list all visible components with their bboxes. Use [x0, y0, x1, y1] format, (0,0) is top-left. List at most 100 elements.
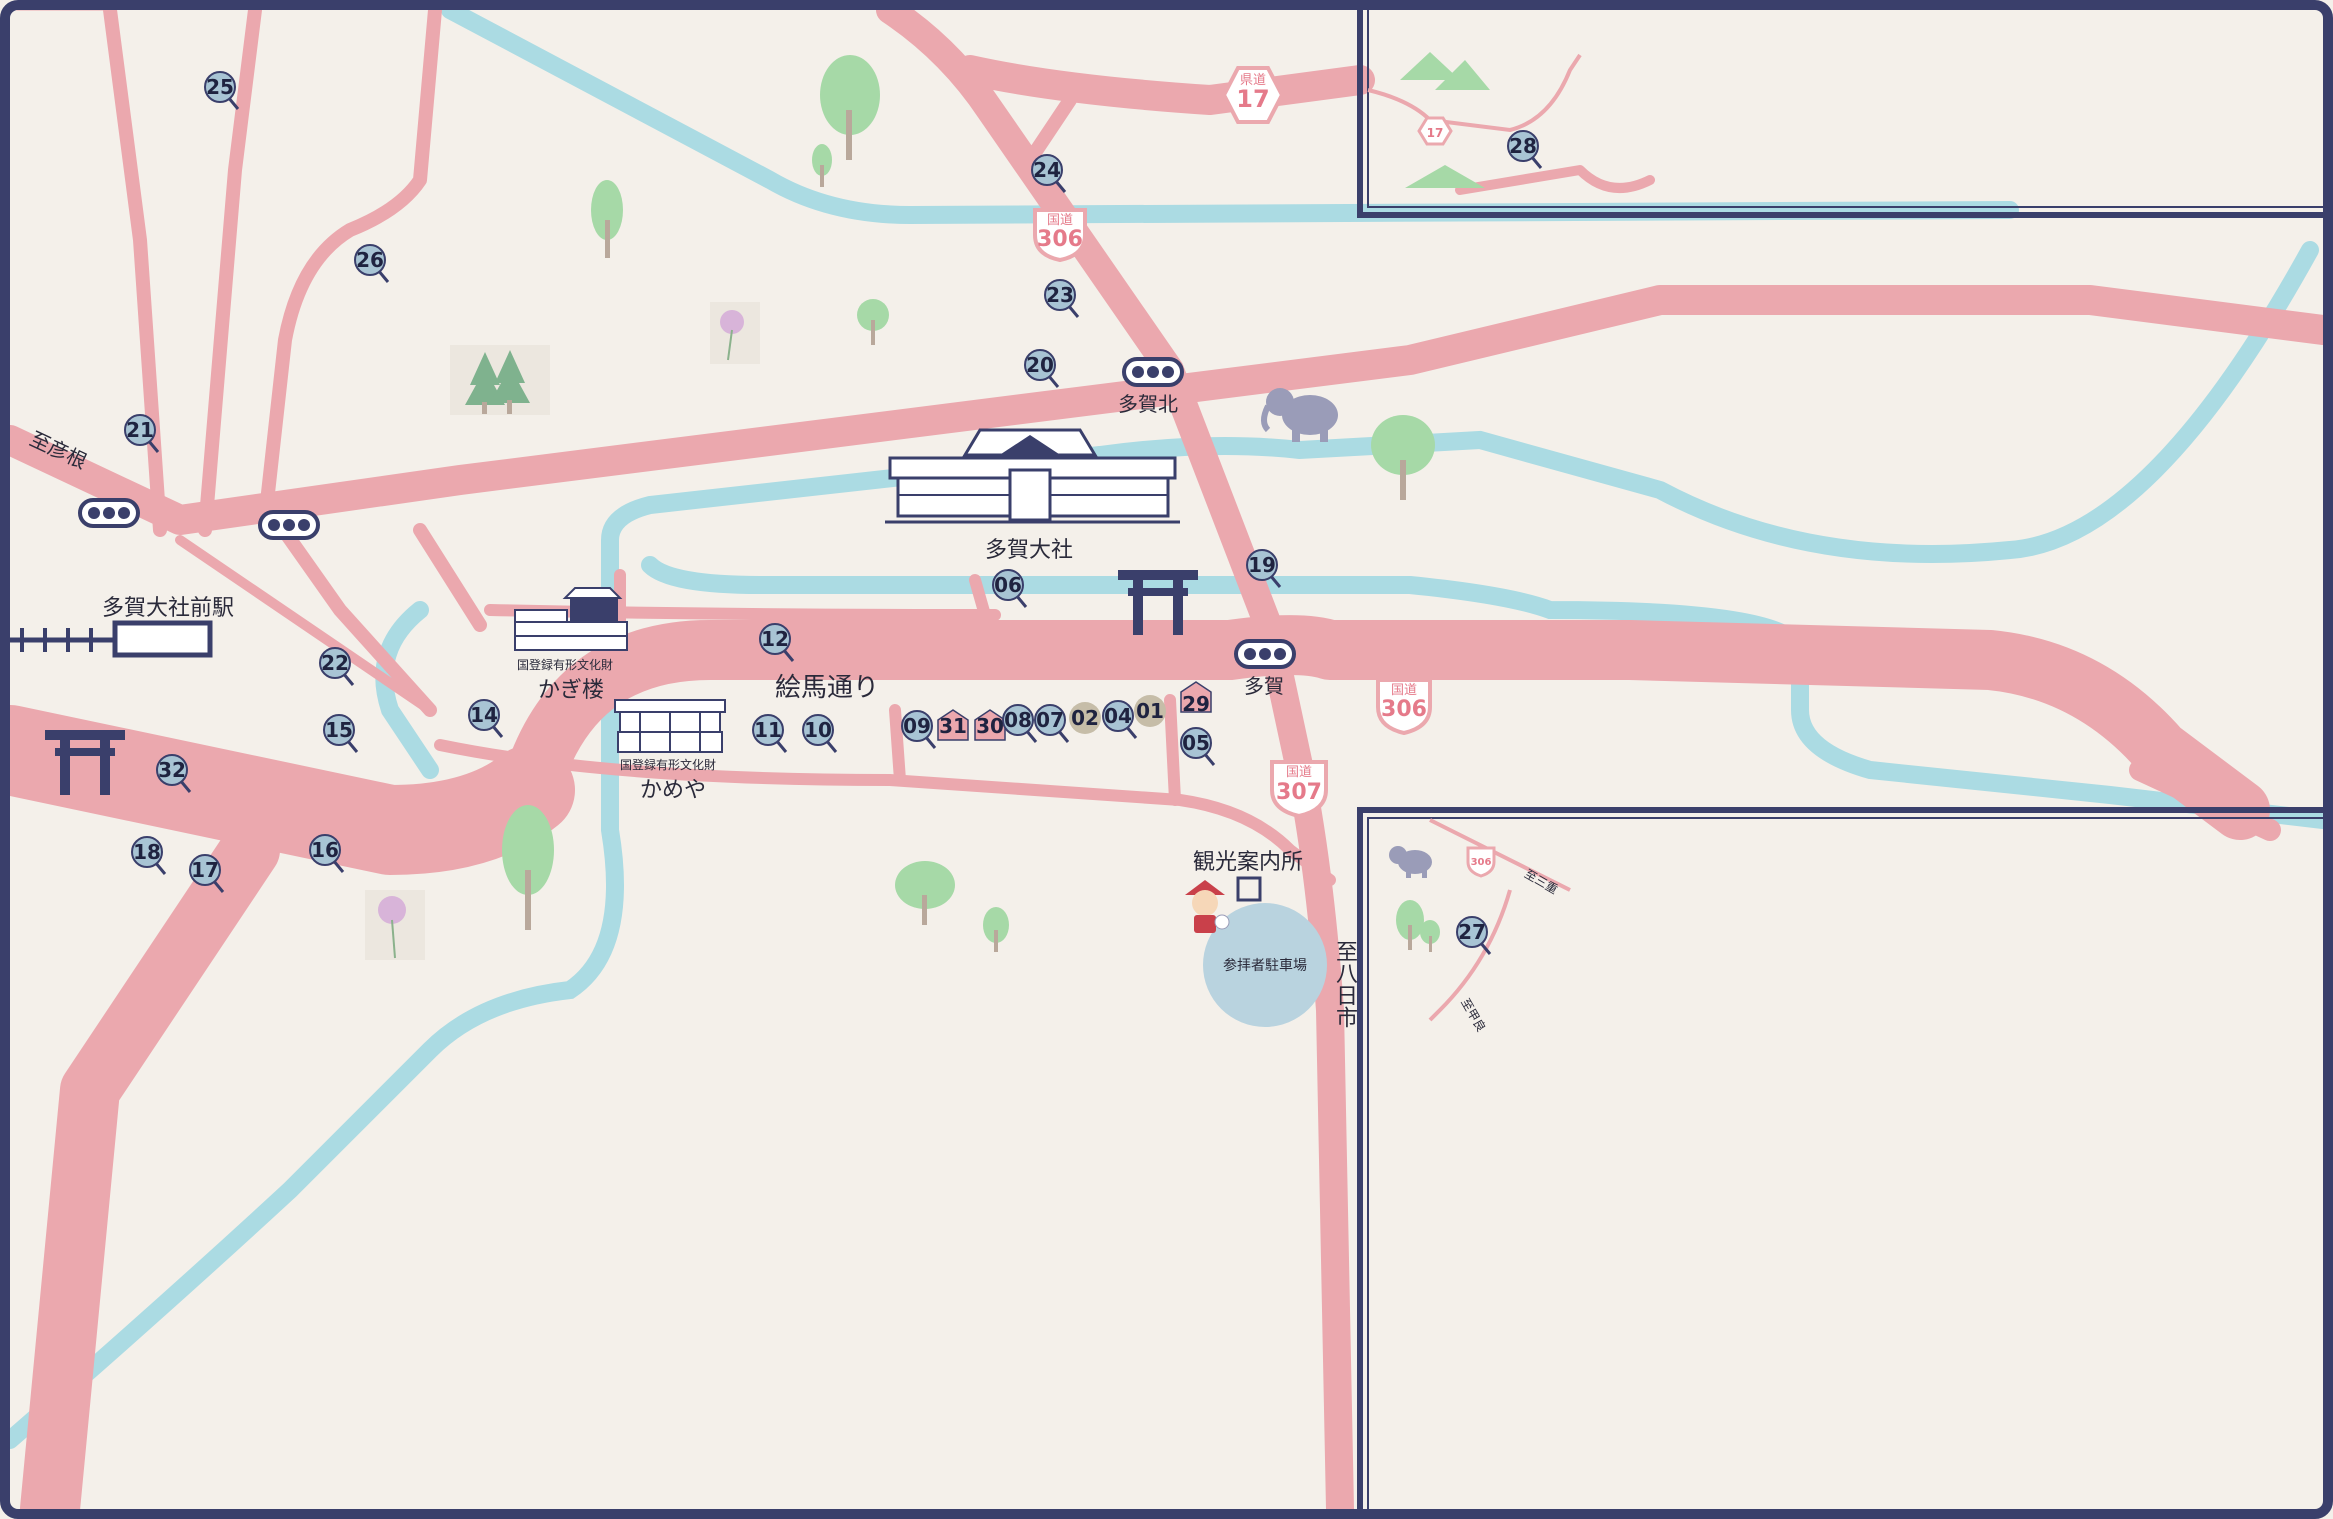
pin-icon	[354, 244, 386, 276]
lily-icon	[710, 302, 760, 364]
pin-icon	[189, 854, 221, 886]
spot-marker-22[interactable]: 22	[319, 647, 355, 686]
elephant-icon	[1389, 846, 1432, 878]
pin-icon	[1102, 700, 1134, 732]
spot-marker-17[interactable]: 17	[189, 854, 225, 893]
pin-icon	[468, 699, 500, 731]
intersection-taga-kita-label: 多賀北	[1118, 392, 1178, 416]
rivers	[10, 10, 2323, 1449]
spot-marker-14[interactable]: 14	[468, 699, 504, 738]
route-306-shield: 国道 306	[1033, 208, 1087, 263]
spot-number: 25	[206, 75, 234, 99]
svg-text:県道: 県道	[1240, 73, 1266, 88]
spot-marker-24[interactable]: 24	[1031, 154, 1067, 193]
spot-marker-07[interactable]: 07	[1034, 704, 1070, 743]
pin-icon	[1002, 704, 1034, 736]
ema-plaques	[937, 681, 1212, 741]
spot-marker-28[interactable]: 28	[1507, 130, 1543, 169]
spot-number: 30	[976, 714, 1004, 738]
spot-marker-31[interactable]: 31	[939, 714, 967, 738]
kagiro-heritage-label: 国登録有形文化財	[517, 658, 614, 672]
spot-number: 07	[1036, 708, 1064, 732]
spot-marker-11[interactable]: 11	[752, 714, 788, 753]
spot-marker-06[interactable]: 06	[992, 569, 1028, 608]
spot-marker-25[interactable]: 25	[204, 71, 240, 110]
tree-icon	[820, 55, 880, 160]
route-17-inset-shield: 17	[1417, 116, 1453, 146]
signal-icon	[258, 510, 320, 540]
spot-marker-10[interactable]: 10	[802, 714, 838, 753]
spot-marker-32[interactable]: 32	[156, 754, 192, 793]
shrine-building-icon	[885, 428, 1180, 524]
station-icon	[112, 620, 213, 658]
spot-marker-30[interactable]: 30	[976, 714, 1004, 738]
spot-number: 28	[1509, 134, 1537, 158]
spot-number: 14	[470, 703, 498, 727]
spot-marker-01[interactable]: 01	[1136, 699, 1164, 723]
pin-icon	[309, 834, 341, 866]
spot-marker-18[interactable]: 18	[131, 836, 167, 875]
parking-label: 参拝者駐車場	[1223, 958, 1307, 974]
spot-marker-02[interactable]: 02	[1071, 706, 1099, 730]
kameya-heritage-label: 国登録有形文化財	[620, 758, 717, 772]
main-street-label: 絵馬通り	[775, 673, 880, 703]
station-label: 多賀大社前駅	[102, 596, 235, 621]
pin-icon	[204, 71, 236, 103]
spot-number: 12	[761, 627, 789, 651]
tree-icon	[1396, 900, 1424, 950]
spot-number: 09	[903, 714, 931, 738]
spot-marker-20[interactable]: 20	[1024, 349, 1060, 388]
spot-marker-08[interactable]: 08	[1002, 704, 1038, 743]
mascot-icon	[1185, 880, 1230, 933]
tree-icon	[1420, 920, 1440, 952]
traffic-signals	[78, 357, 1296, 669]
intersection-taga-label: 多賀	[1244, 674, 1284, 698]
spot-marker-12[interactable]: 12	[759, 623, 795, 662]
shrine-label: 多賀大社	[985, 538, 1074, 563]
kagiro-label: かぎ楼	[538, 678, 605, 703]
route-306-shield: 国道 306	[1376, 678, 1432, 736]
spot-number: 27	[1458, 920, 1486, 944]
railway	[10, 620, 213, 658]
tree-icon	[1371, 415, 1435, 500]
signal-icon-taga	[1234, 639, 1296, 669]
inset-north	[1357, 10, 2323, 218]
flower-markers	[1069, 695, 1166, 734]
route-306-inset-shield: 306	[1466, 846, 1496, 878]
spot-marker-04[interactable]: 04	[1102, 700, 1138, 739]
spot-marker-27[interactable]: 27	[1456, 916, 1492, 955]
inset-south	[1357, 807, 2323, 1509]
parking-pond	[1203, 903, 1327, 1027]
torii-icon	[1118, 570, 1198, 635]
pin-icon	[319, 647, 351, 679]
river-east	[641, 556, 2323, 829]
spot-marker-09[interactable]: 09	[901, 710, 937, 749]
spot-number: 01	[1136, 699, 1164, 723]
spot-number: 21	[126, 418, 154, 442]
spot-marker-23[interactable]: 23	[1044, 279, 1080, 318]
pin-icon	[323, 714, 355, 746]
spot-marker-21[interactable]: 21	[124, 414, 160, 453]
pin-icon	[752, 714, 784, 746]
pin-icon	[802, 714, 834, 746]
spot-marker-15[interactable]: 15	[323, 714, 359, 753]
spot-marker-26[interactable]: 26	[354, 244, 390, 283]
pin-icon	[131, 836, 163, 868]
spot-marker-19[interactable]: 19	[1246, 549, 1282, 588]
spot-number: 31	[939, 714, 967, 738]
spot-number: 19	[1248, 553, 1276, 577]
pin-icon	[124, 414, 156, 446]
spot-marker-16[interactable]: 16	[309, 834, 345, 873]
tree-icon	[983, 907, 1009, 952]
spot-marker-29[interactable]: 29	[1182, 692, 1210, 716]
svg-text:国道: 国道	[1391, 683, 1417, 698]
tree-icon	[591, 180, 623, 258]
spot-marker-05[interactable]: 05	[1180, 727, 1216, 766]
tree-icon	[895, 861, 955, 925]
kameya-label: かめや	[640, 778, 707, 803]
tree-icon	[502, 805, 554, 930]
signal-icon-taga-kita	[1122, 357, 1184, 387]
pin-icon	[1024, 349, 1056, 381]
